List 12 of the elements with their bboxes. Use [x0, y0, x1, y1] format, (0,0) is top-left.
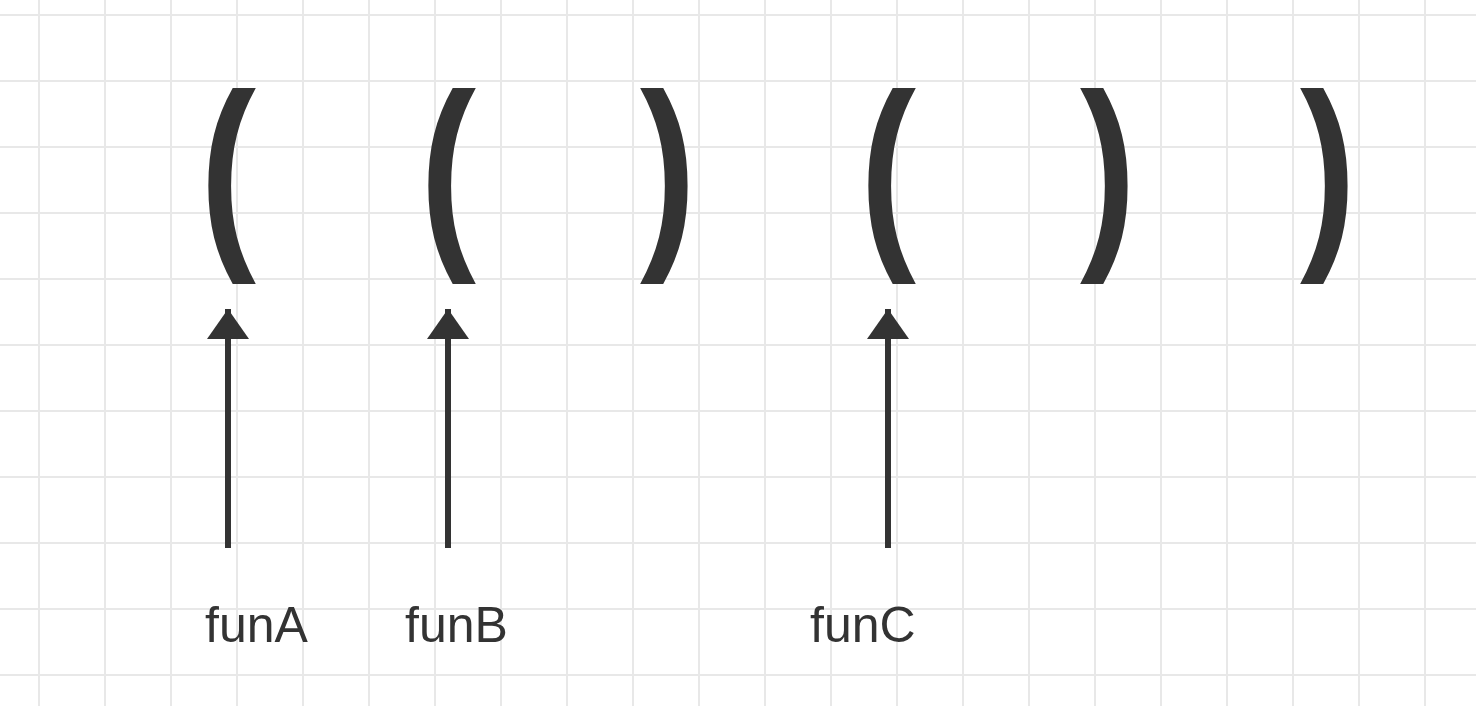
- parenthesis: (: [412, 28, 484, 308]
- parenthesis: ): [639, 49, 697, 287]
- arrow: [207, 309, 249, 548]
- parenthesis: (: [192, 28, 264, 308]
- function-name: funB: [405, 548, 508, 658]
- parenthesis: ): [1299, 49, 1357, 287]
- parenthesis: ): [1079, 49, 1137, 287]
- arrow: [427, 309, 469, 548]
- function-name: funC: [810, 548, 916, 658]
- function-name: funA: [205, 548, 308, 658]
- parenthesis: (: [852, 28, 924, 308]
- arrow: [867, 309, 909, 548]
